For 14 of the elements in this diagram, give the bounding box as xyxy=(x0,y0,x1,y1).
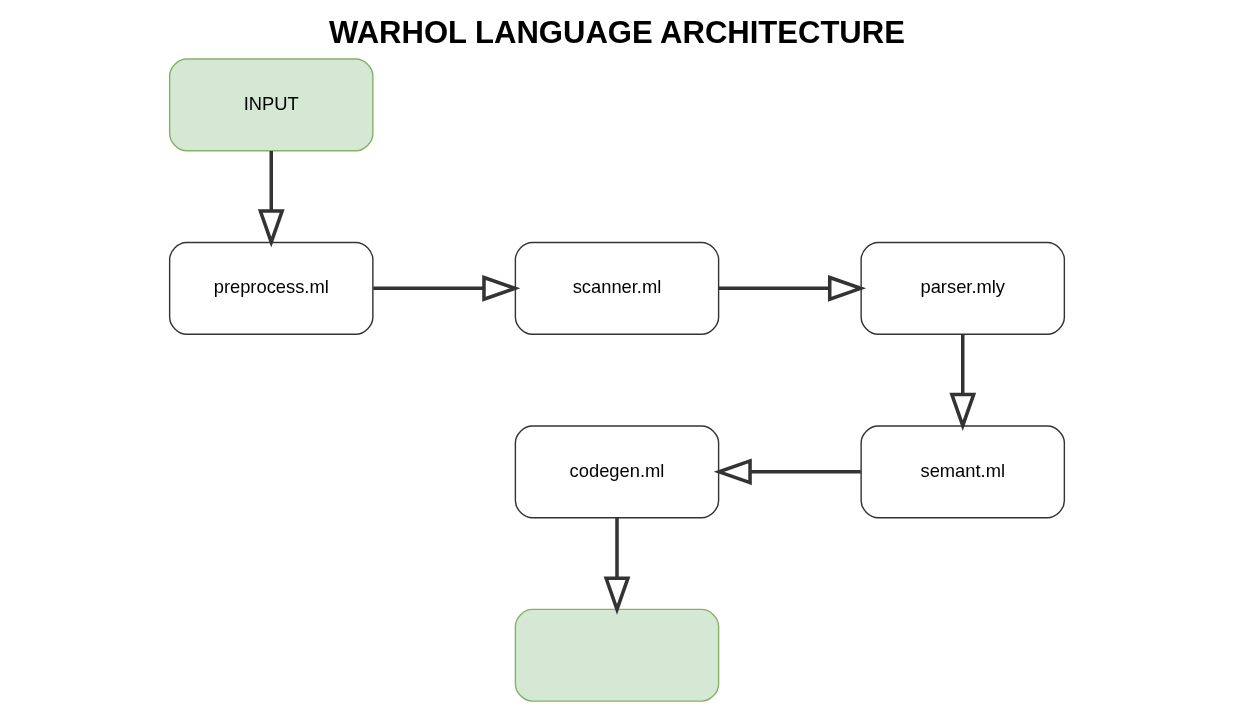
node-box: preprocess.ml xyxy=(168,241,374,335)
arrow xyxy=(713,458,861,486)
arrow xyxy=(372,275,520,302)
arrow xyxy=(603,518,630,615)
node-box xyxy=(514,608,719,702)
node-box: parser.mly xyxy=(859,241,1065,335)
node-box: codegen.ml xyxy=(514,425,719,519)
arrow xyxy=(718,275,866,302)
diagram-title: WARHOL LANGUAGE ARCHITECTURE xyxy=(328,14,905,50)
node-box: semant.ml xyxy=(859,425,1065,519)
node-box: scanner.ml xyxy=(514,241,719,335)
arrow xyxy=(257,151,285,248)
arrow xyxy=(948,334,976,431)
node-box: INPUT xyxy=(168,58,374,152)
